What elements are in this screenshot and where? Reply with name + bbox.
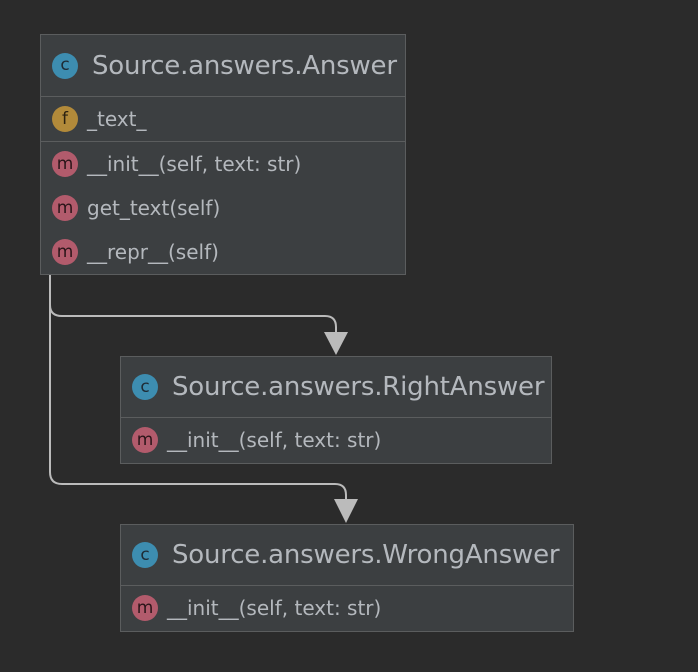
method-row[interactable]: m __init__(self, text: str) [121,586,573,630]
class-header: c Source.answers.Answer [41,35,405,97]
methods-section: m __init__(self, text: str) [121,586,573,630]
method-icon: m [132,595,158,621]
edge-answer-to-rightanswer-arrowhead [324,332,348,355]
class-icon: c [132,542,158,568]
method-signature: __init__(self, text: str) [167,596,382,620]
methods-section: m __init__(self, text: str) m get_text(s… [41,142,405,274]
methods-section: m __init__(self, text: str) [121,418,551,462]
fields-section: f _text_ [41,97,405,142]
method-signature: __init__(self, text: str) [167,428,382,452]
class-icon: c [132,374,158,400]
method-row[interactable]: m __repr__(self) [41,230,405,274]
class-box-rightanswer[interactable]: c Source.answers.RightAnswer m __init__(… [120,356,552,464]
method-icon: m [132,427,158,453]
class-title: Source.answers.WrongAnswer [172,540,560,570]
class-box-wronganswer[interactable]: c Source.answers.WrongAnswer m __init__(… [120,524,574,632]
field-row[interactable]: f _text_ [41,97,405,141]
method-row[interactable]: m __init__(self, text: str) [41,142,405,186]
class-header: c Source.answers.WrongAnswer [121,525,573,586]
method-signature: get_text(self) [87,196,221,220]
method-row[interactable]: m __init__(self, text: str) [121,418,551,462]
method-row[interactable]: m get_text(self) [41,186,405,230]
class-header: c Source.answers.RightAnswer [121,357,551,418]
class-title: Source.answers.RightAnswer [172,372,545,402]
edge-answer-to-wronganswer-arrowhead [334,499,358,523]
edge-answer-to-rightanswer [49,275,337,334]
method-signature: __init__(self, text: str) [87,152,302,176]
class-title: Source.answers.Answer [92,50,397,81]
method-signature: __repr__(self) [87,240,219,264]
method-icon: m [52,151,78,177]
method-icon: m [52,195,78,221]
class-icon: c [52,52,78,79]
class-box-answer[interactable]: c Source.answers.Answer f _text_ m __ini… [40,34,406,275]
field-icon: f [52,106,78,132]
field-name: _text_ [87,107,147,131]
method-icon: m [52,239,78,265]
